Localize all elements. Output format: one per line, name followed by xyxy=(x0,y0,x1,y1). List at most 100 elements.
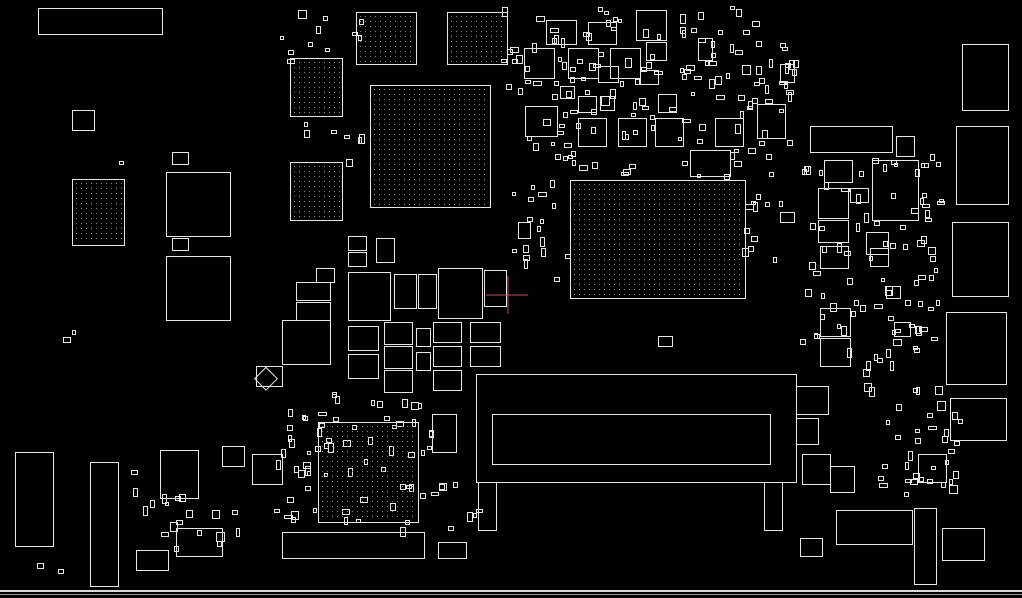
passive-component[interactable] xyxy=(954,441,960,446)
component-outline[interactable] xyxy=(820,308,851,337)
passive-component[interactable] xyxy=(730,152,735,160)
passive-component[interactable] xyxy=(730,44,734,53)
passive-component[interactable] xyxy=(352,32,358,36)
passive-component[interactable] xyxy=(408,452,415,458)
passive-component[interactable] xyxy=(872,158,879,164)
passive-component[interactable] xyxy=(904,492,909,497)
passive-component[interactable] xyxy=(863,369,870,377)
passive-component[interactable] xyxy=(747,106,753,110)
component-outline[interactable] xyxy=(636,10,667,41)
passive-component[interactable] xyxy=(572,160,576,166)
vram-chip[interactable] xyxy=(356,12,417,65)
passive-component[interactable] xyxy=(476,509,483,513)
passive-component[interactable] xyxy=(409,484,414,492)
passive-component[interactable] xyxy=(523,255,530,261)
passive-component[interactable] xyxy=(851,311,856,317)
passive-component[interactable] xyxy=(895,435,901,440)
passive-component[interactable] xyxy=(633,102,637,110)
passive-component[interactable] xyxy=(303,416,308,421)
passive-component[interactable] xyxy=(641,67,647,72)
passive-component[interactable] xyxy=(453,482,458,488)
component-outline[interactable] xyxy=(830,466,855,493)
passive-component[interactable] xyxy=(879,483,888,488)
passive-component[interactable] xyxy=(678,137,682,141)
passive-component[interactable] xyxy=(916,387,920,395)
passive-component[interactable] xyxy=(856,194,861,204)
passive-component[interactable] xyxy=(512,192,516,196)
passive-component[interactable] xyxy=(878,476,884,481)
passive-component[interactable] xyxy=(611,27,617,31)
component-outline[interactable] xyxy=(348,326,379,351)
passive-component[interactable] xyxy=(563,156,568,161)
passive-component[interactable] xyxy=(949,479,953,485)
passive-component[interactable] xyxy=(841,188,850,192)
passive-component[interactable] xyxy=(525,66,530,72)
passive-component[interactable] xyxy=(344,517,348,525)
sodimm-slot-inner[interactable] xyxy=(492,414,771,465)
component-outline[interactable] xyxy=(646,42,667,61)
passive-component[interactable] xyxy=(837,243,842,253)
passive-component[interactable] xyxy=(734,149,739,153)
passive-component[interactable] xyxy=(822,246,827,253)
passive-component[interactable] xyxy=(724,174,730,180)
passive-component[interactable] xyxy=(565,254,571,259)
passive-component[interactable] xyxy=(841,326,847,336)
passive-component[interactable] xyxy=(809,262,816,270)
passive-component[interactable] xyxy=(558,57,562,62)
passive-component[interactable] xyxy=(922,204,930,208)
passive-component[interactable] xyxy=(524,259,528,269)
right-connector[interactable] xyxy=(914,508,937,585)
passive-component[interactable] xyxy=(886,290,892,296)
passive-component[interactable] xyxy=(877,358,883,363)
passive-component[interactable] xyxy=(179,494,186,502)
passive-component[interactable] xyxy=(629,164,636,169)
passive-component[interactable] xyxy=(888,316,894,321)
passive-component[interactable] xyxy=(360,497,368,503)
passive-component[interactable] xyxy=(698,38,706,43)
passive-component[interactable] xyxy=(718,30,723,35)
passive-component[interactable] xyxy=(439,483,447,491)
passive-component[interactable] xyxy=(358,35,362,41)
component-outline[interactable] xyxy=(348,236,367,251)
left-connector[interactable] xyxy=(15,452,54,547)
passive-component[interactable] xyxy=(939,199,944,203)
passive-component[interactable] xyxy=(699,124,706,131)
passive-component[interactable] xyxy=(298,470,305,478)
passive-component[interactable] xyxy=(928,426,937,430)
component-outline[interactable] xyxy=(715,118,744,147)
passive-component[interactable] xyxy=(769,59,773,68)
right-port[interactable] xyxy=(962,44,1009,111)
passive-component[interactable] xyxy=(631,113,636,117)
passive-component[interactable] xyxy=(802,169,807,175)
passive-component[interactable] xyxy=(756,194,761,200)
passive-component[interactable] xyxy=(287,425,293,431)
passive-component[interactable] xyxy=(738,95,745,101)
passive-component[interactable] xyxy=(359,19,364,25)
passive-component[interactable] xyxy=(650,115,655,120)
passive-component[interactable] xyxy=(294,466,299,473)
passive-component[interactable] xyxy=(773,257,777,263)
passive-component[interactable] xyxy=(890,361,894,371)
passive-component[interactable] xyxy=(613,17,618,22)
component-outline[interactable] xyxy=(433,346,462,367)
component-outline[interactable] xyxy=(432,414,457,453)
passive-component[interactable] xyxy=(568,155,573,159)
passive-component[interactable] xyxy=(759,141,765,146)
passive-component[interactable] xyxy=(562,62,567,70)
passive-component[interactable] xyxy=(642,106,649,110)
passive-component[interactable] xyxy=(824,182,829,190)
passive-component[interactable] xyxy=(58,569,64,574)
passive-component[interactable] xyxy=(197,530,202,536)
passive-component[interactable] xyxy=(819,170,823,176)
passive-component[interactable] xyxy=(869,256,873,261)
component-outline[interactable] xyxy=(800,538,823,557)
component-outline[interactable] xyxy=(376,238,395,263)
component-outline[interactable] xyxy=(896,136,915,157)
passive-component[interactable] xyxy=(949,485,958,494)
passive-component[interactable] xyxy=(346,159,353,167)
passive-component[interactable] xyxy=(331,130,337,134)
passive-component[interactable] xyxy=(751,236,758,242)
passive-component[interactable] xyxy=(691,28,697,33)
passive-component[interactable] xyxy=(948,449,955,454)
passive-component[interactable] xyxy=(348,468,353,477)
